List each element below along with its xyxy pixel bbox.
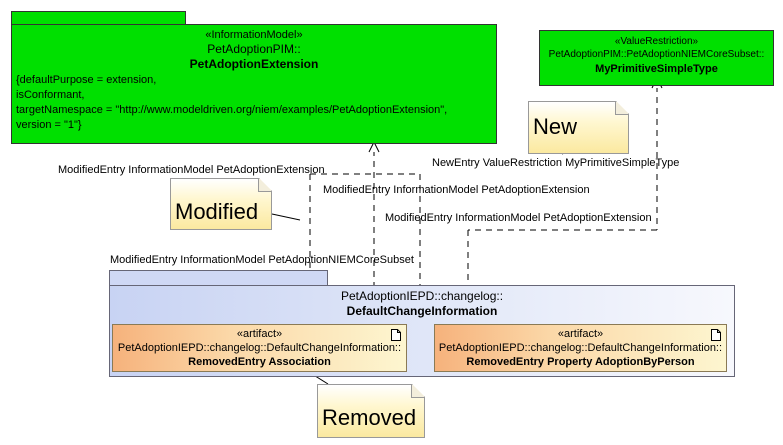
package-tab <box>109 270 328 286</box>
info-model-box[interactable]: «InformationModel» PetAdoptionPIM:: PetA… <box>11 24 497 144</box>
info-model-name: PetAdoptionExtension <box>189 57 319 71</box>
artifact-removed-property[interactable]: «artifact» PetAdoptionIEPD::changelog::D… <box>434 324 727 372</box>
note-removed[interactable]: Removed <box>317 384 425 438</box>
connector-label: ModifiedEntry InformationModel PetAdopti… <box>110 254 414 266</box>
value-restriction-stereotype: «ValueRestriction» <box>614 36 699 47</box>
connector-label: ModifiedEntry InformationModel PetAdopti… <box>323 184 590 196</box>
value-restriction-namespace: PetAdoptionPIM::PetAdoptionNIEMCoreSubse… <box>548 49 765 60</box>
tagged-value: {defaultPurpose = extension, <box>16 74 157 86</box>
artifact-namespace: PetAdoptionIEPD::changelog::DefaultChang… <box>438 342 723 354</box>
note-anchor-line <box>271 213 301 221</box>
artifact-name: RemovedEntry Association <box>188 356 331 368</box>
info-model-stereotype: «InformationModel» <box>205 29 303 41</box>
tagged-value: version = "1"} <box>16 119 82 131</box>
connector-label: ModifiedEntry InformationModel PetAdopti… <box>58 164 325 176</box>
info-model-namespace: PetAdoptionPIM:: <box>207 42 301 56</box>
value-restriction-name: MyPrimitiveSimpleType <box>595 63 718 75</box>
tagged-value: targetNamespace = "http://www.modeldrive… <box>16 104 448 116</box>
note-removed-text: Removed <box>322 405 417 430</box>
connector-label: NewEntry ValueRestriction MyPrimitiveSim… <box>432 157 680 169</box>
artifact-stereotype: «artifact» <box>236 328 283 340</box>
package-name: DefaultChangeInformation <box>346 304 498 318</box>
document-icon <box>391 329 401 341</box>
note-new[interactable]: New <box>528 101 629 154</box>
artifact-stereotype: «artifact» <box>557 328 604 340</box>
note-modified-text: Modified <box>175 199 259 224</box>
artifact-name: RemovedEntry Property AdoptionByPerson <box>466 356 695 368</box>
package-namespace: PetAdoptionIEPD::changelog:: <box>340 289 504 303</box>
tagged-value: isConformant, <box>16 89 85 101</box>
note-new-text: New <box>533 114 578 139</box>
document-icon <box>711 329 721 341</box>
connector-label: ModifiedEntry InformationModel PetAdopti… <box>385 212 652 224</box>
note-modified[interactable]: Modified <box>170 178 272 230</box>
artifact-removed-association[interactable]: «artifact» PetAdoptionIEPD::changelog::D… <box>112 324 407 372</box>
artifact-namespace: PetAdoptionIEPD::changelog::DefaultChang… <box>117 342 402 354</box>
value-restriction-box[interactable]: «ValueRestriction» PetAdoptionPIM::PetAd… <box>539 30 774 86</box>
